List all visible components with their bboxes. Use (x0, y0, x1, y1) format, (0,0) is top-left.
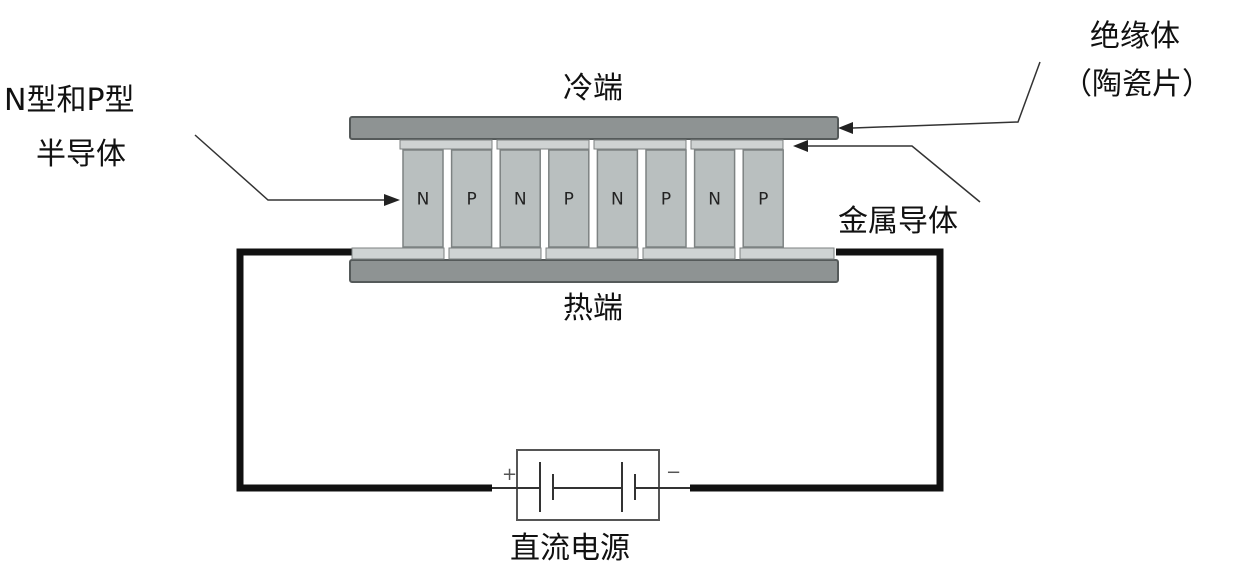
semiconductor-label-line1: N型和P型 (4, 83, 135, 118)
bottom-conductors (351, 247, 835, 260)
leg-body (548, 149, 590, 248)
arrowhead (838, 122, 853, 134)
semiconductor-leg-n: N (499, 149, 541, 248)
bottom-metal-conductor (642, 247, 736, 260)
semiconductor-arrow (194, 134, 384, 201)
cold-ceramic-plate (349, 116, 839, 140)
semiconductor-leg-n: N (693, 149, 736, 248)
conductor-arrow (808, 145, 981, 203)
battery-minus-sign: − (666, 462, 681, 483)
bottom-metal-conductor (739, 247, 835, 260)
leg-body (450, 149, 493, 248)
semiconductor-leg-p: P (450, 149, 493, 248)
bottom-metal-conductor (545, 247, 639, 260)
hot-ceramic-plate (349, 259, 839, 283)
semiconductor-leg-n: N (402, 149, 444, 248)
leg-body (499, 149, 541, 248)
leg-body (645, 149, 687, 248)
leg-type-label: P (466, 190, 476, 210)
top-metal-conductor (496, 139, 590, 150)
leg-type-label: P (564, 190, 574, 210)
insulator-label-line1: 绝缘体 (1090, 19, 1180, 54)
leg-type-label: N (708, 190, 721, 210)
cold-end-label: 冷端 (563, 71, 623, 106)
leg-type-label: N (611, 190, 624, 210)
bottom-metal-conductor (448, 247, 542, 260)
battery-symbol-icon (492, 462, 690, 512)
leg-type-label: P (661, 190, 671, 210)
dc-power-supply: + − (492, 449, 690, 521)
semiconductor-leg-p: P (645, 149, 687, 248)
leg-body (693, 149, 736, 248)
leg-type-label: N (417, 190, 430, 210)
insulator-arrow (852, 61, 1041, 129)
semiconductor-leg-p: P (742, 149, 784, 248)
top-metal-conductor (690, 139, 784, 150)
metal-conductor-label: 金属导体 (838, 204, 958, 239)
leg-body (596, 149, 639, 248)
leg-type-label: N (514, 190, 527, 210)
bottom-metal-conductor (351, 247, 445, 260)
top-conductors (399, 139, 784, 150)
power-supply-box (516, 449, 660, 521)
circuit-wire (236, 248, 944, 492)
power-supply-label: 直流电源 (510, 531, 630, 566)
leg-body (402, 149, 444, 248)
top-metal-conductor (593, 139, 687, 150)
top-metal-conductor (399, 139, 493, 150)
annotation-arrows (194, 61, 1041, 206)
leg-type-label: P (758, 190, 768, 210)
semiconductor-leg-n: N (596, 149, 639, 248)
hot-end-label: 热端 (563, 291, 623, 326)
insulator-label-line2: （陶瓷片） (1062, 67, 1212, 102)
leg-body (742, 149, 784, 248)
semiconductor-leg-p: P (548, 149, 590, 248)
arrowhead (384, 194, 400, 206)
arrowhead (793, 140, 808, 152)
semiconductor-label-line2: 半导体 (36, 137, 126, 172)
battery-plus-sign: + (502, 464, 517, 485)
